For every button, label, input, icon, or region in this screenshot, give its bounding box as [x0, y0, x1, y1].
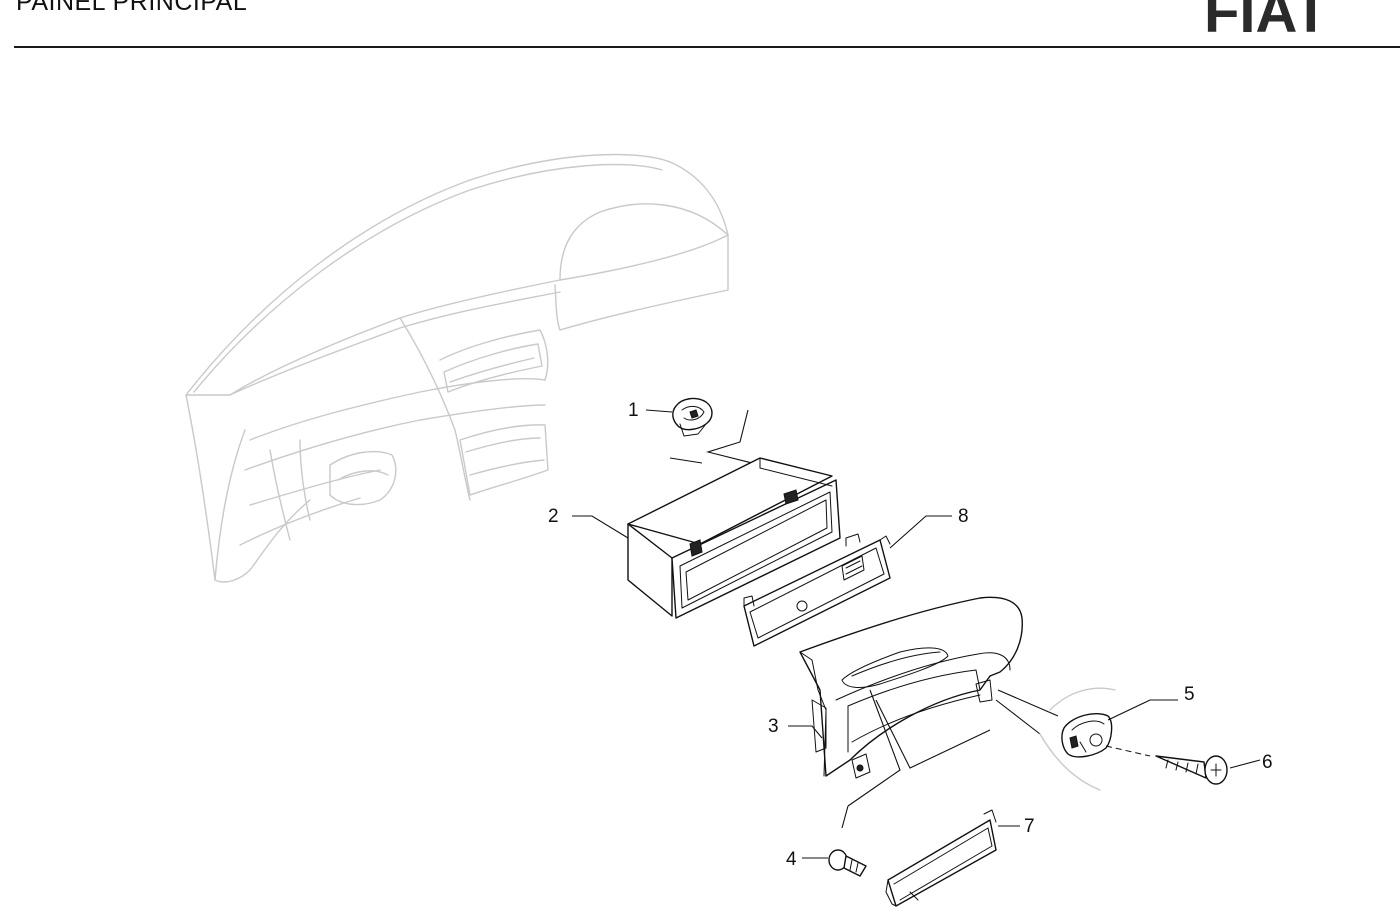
part-2-radio-housing[interactable] — [627, 457, 841, 619]
callout-8: 8 — [958, 506, 969, 527]
leader-3 — [788, 725, 823, 739]
leader-5 — [1107, 699, 1178, 721]
logo-lettering: FIAT — [1204, 0, 1328, 34]
header-divider — [14, 46, 1400, 48]
guide-line-6 — [995, 699, 1041, 735]
dashboard-outline — [185, 153, 729, 583]
callout-2: 2 — [548, 506, 559, 527]
callout-6: 6 — [1262, 752, 1273, 773]
part-6-screw[interactable] — [1155, 755, 1228, 785]
detail-circle-outline — [1039, 687, 1116, 791]
guide-line-4 — [875, 699, 991, 769]
leader-1 — [645, 409, 673, 413]
page-title: PAINEL PRINCIPAL — [16, 0, 248, 16]
guide-line-2 — [669, 457, 703, 464]
guide-line-7 — [997, 689, 1059, 717]
part-1-clip[interactable] — [672, 397, 713, 437]
fiat-logo: FIAT — [1204, 0, 1328, 34]
axis-line — [1105, 745, 1151, 757]
leader-6 — [1229, 759, 1261, 769]
part-3-console-frame[interactable] — [799, 596, 1023, 779]
part-5-spring-clip[interactable] — [1061, 712, 1113, 758]
leader-2 — [572, 515, 629, 539]
guide-line-3 — [847, 689, 901, 807]
part-4-screw[interactable] — [828, 849, 867, 877]
callout-4: 4 — [786, 849, 797, 870]
part-7-trim-cover[interactable] — [885, 809, 997, 907]
part-8-bracket-plate[interactable] — [743, 533, 891, 647]
guide-line-5 — [841, 805, 849, 829]
callout-5: 5 — [1184, 684, 1195, 705]
callout-1: 1 — [628, 400, 639, 421]
callout-3: 3 — [768, 716, 779, 737]
guide-line-1 — [705, 409, 781, 471]
leader-8 — [889, 515, 952, 549]
callout-7: 7 — [1024, 816, 1035, 837]
